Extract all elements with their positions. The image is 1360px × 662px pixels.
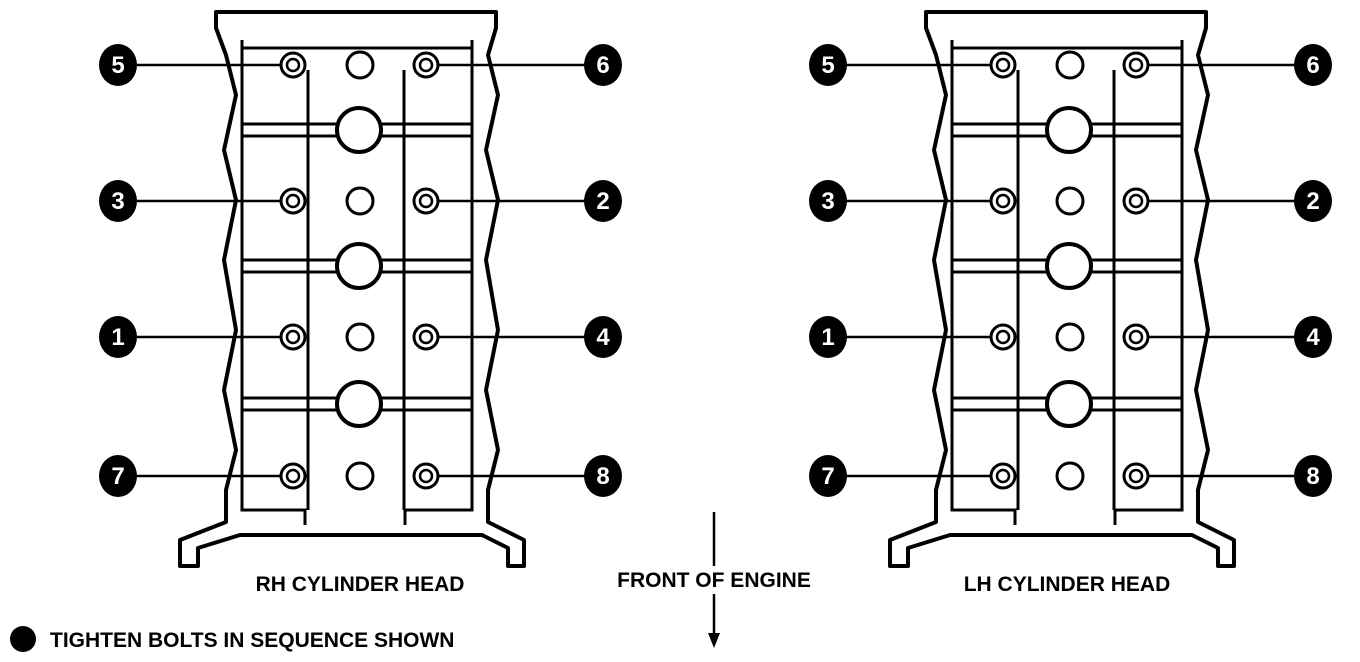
cam-boss [335, 380, 383, 428]
sequence-callout-icon [1294, 180, 1332, 222]
sequence-number: 2 [596, 188, 609, 215]
inner-wall-left [950, 40, 1017, 525]
sequence-callout-icon [584, 44, 622, 86]
sequence-number: 1 [111, 324, 124, 351]
sequence-callout-icon [809, 316, 847, 358]
legend-bullet-icon [10, 626, 36, 652]
front-arrow-head [708, 633, 720, 648]
center-hole [1055, 50, 1085, 80]
lh-cylinder-head-label: LH CYLINDER HEAD [964, 573, 1171, 596]
sequence-callout-icon [99, 44, 137, 86]
center-hole [345, 461, 375, 491]
rh-cylinder-head: 5 6 3 2 1 4 7 8 [99, 10, 622, 568]
sequence-number: 8 [596, 463, 609, 490]
cam-boss [335, 106, 383, 154]
bolt-inner [418, 468, 434, 484]
cam-boss [1045, 106, 1093, 154]
sequence-number: 7 [821, 463, 834, 490]
lh-cylinder-head: 5 6 3 2 1 4 7 8 [809, 10, 1332, 568]
bolt-inner [1128, 193, 1144, 209]
bolt-inner [418, 193, 434, 209]
legend-text: TIGHTEN BOLTS IN SEQUENCE SHOWN [50, 629, 454, 652]
bolt-inner [1128, 468, 1144, 484]
bolt-inner [285, 329, 301, 345]
sequence-number: 4 [1306, 324, 1320, 351]
sequence-number: 4 [596, 324, 610, 351]
cam-boss [335, 242, 383, 290]
sequence-callout-icon [584, 316, 622, 358]
bolt-inner [995, 193, 1011, 209]
front-label-backdrop [602, 566, 826, 594]
bolt-inner [285, 193, 301, 209]
sequence-callout-icon [99, 316, 137, 358]
center-hole [345, 186, 375, 216]
sequence-number: 1 [821, 324, 834, 351]
head-outline [888, 10, 1236, 568]
bolt-inner [995, 329, 1011, 345]
legend: TIGHTEN BOLTS IN SEQUENCE SHOWN [10, 626, 454, 652]
sequence-number: 5 [821, 52, 834, 79]
cam-boss [1045, 242, 1093, 290]
center-hole [1055, 186, 1085, 216]
bolt-inner [995, 57, 1011, 73]
sequence-number: 3 [821, 188, 834, 215]
center-hole [345, 50, 375, 80]
sequence-number: 5 [111, 52, 124, 79]
sequence-callout-icon [809, 44, 847, 86]
sequence-number: 3 [111, 188, 124, 215]
bolt-inner [285, 57, 301, 73]
sequence-callout-icon [1294, 455, 1332, 497]
sequence-callout-icon [809, 180, 847, 222]
inner-wall-right [403, 40, 474, 525]
sequence-callout-icon [1294, 316, 1332, 358]
bolt-inner [418, 57, 434, 73]
center-hole [1055, 322, 1085, 352]
sequence-callout-icon [584, 455, 622, 497]
sequence-number: 6 [596, 52, 609, 79]
sequence-callout-icon [584, 180, 622, 222]
sequence-callout-icon [99, 455, 137, 497]
bolt-inner [1128, 57, 1144, 73]
center-hole [345, 322, 375, 352]
center-hole [1055, 461, 1085, 491]
front-of-engine-label: FRONT OF ENGINE [617, 569, 811, 592]
inner-wall-right [1113, 40, 1184, 525]
sequence-number: 6 [1306, 52, 1319, 79]
rh-cylinder-head-label: RH CYLINDER HEAD [256, 573, 465, 596]
sequence-number: 2 [1306, 188, 1319, 215]
bolt-inner [285, 468, 301, 484]
inner-wall-left [240, 40, 307, 525]
sequence-callout-icon [99, 180, 137, 222]
bolt-inner [418, 329, 434, 345]
bolt-inner [995, 468, 1011, 484]
bolt-inner [1128, 329, 1144, 345]
sequence-number: 7 [111, 463, 124, 490]
sequence-callout-icon [1294, 44, 1332, 86]
sequence-number: 8 [1306, 463, 1319, 490]
front-of-engine-indicator: FRONT OF ENGINE [602, 512, 826, 648]
cam-boss [1045, 380, 1093, 428]
sequence-callout-icon [809, 455, 847, 497]
head-outline [178, 10, 526, 568]
